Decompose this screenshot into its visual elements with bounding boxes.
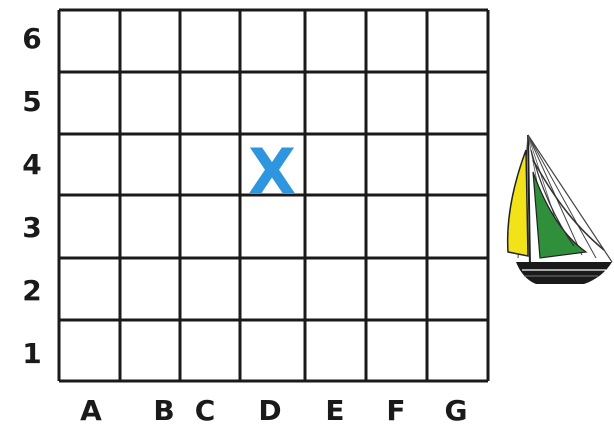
column-label-a: A	[80, 394, 102, 427]
column-label-e: E	[325, 394, 344, 427]
x-marker: X	[248, 135, 296, 208]
row-label-3: 3	[22, 211, 41, 244]
row-label-1: 1	[22, 337, 41, 370]
sailboat-icon	[508, 135, 612, 284]
row-label-6: 6	[22, 22, 41, 55]
row-label-4: 4	[22, 148, 41, 181]
column-label-f: F	[386, 394, 405, 427]
column-label-g: G	[445, 394, 468, 427]
row-label-2: 2	[22, 274, 41, 307]
column-label-c: C	[195, 394, 216, 427]
row-label-5: 5	[22, 85, 41, 118]
column-label-d: D	[258, 394, 281, 427]
column-label-b: B	[153, 394, 174, 427]
